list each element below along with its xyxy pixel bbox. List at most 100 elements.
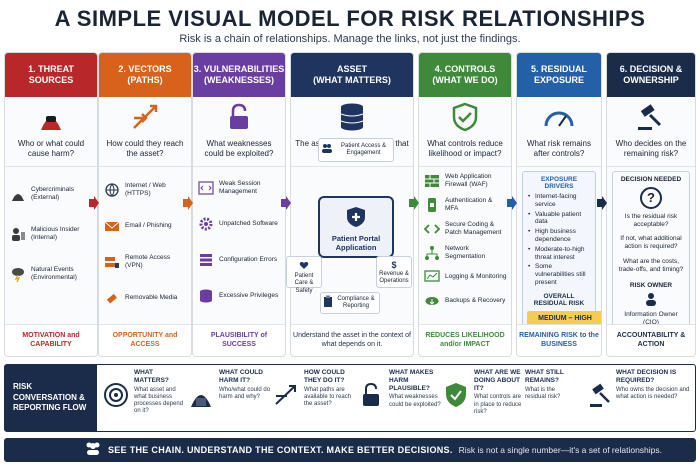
code-window-icon [197,179,215,197]
column-question: What risk remains after controls? [517,137,601,167]
flow-step: WHAT MAKES HARM PLAUSIBLE?What weaknesse… [356,369,441,429]
column-subtitle: (WHAT MATTERS) [313,75,391,85]
arrow-right-icon [89,196,99,210]
dollar-icon: $ [391,260,397,270]
list-item: Network Segmentation [419,241,511,265]
column-subtitle: (WEAKNESSES) [203,75,274,85]
list-item: Unpatched Software [193,209,285,239]
column-vectors: 2. VECTORS (PATHS) How could they reach … [98,52,192,357]
driver-item: Some vulnerabilities still present [528,263,591,286]
column-header: 2. VECTORS (PATHS) [99,53,191,97]
column-subtitle: OWNERSHIP [623,75,679,85]
exposure-drivers-box: EXPOSURE DRIVERS Internet-facing service… [522,171,601,331]
list-item: Authentication & MFA [419,193,511,217]
flow-desc: Who owns the decision and what action is… [616,386,690,400]
gavel-icon [589,375,613,415]
owner-name: Information Owner (CIO) [624,310,678,326]
item-label: Internet / Web (HTTPS) [125,182,166,197]
column-title: 1. THREAT [28,64,74,75]
shield-check-icon [441,375,471,415]
globe-icon [103,181,121,199]
item-label: Backups & Recovery [445,297,506,305]
column-footer: MOTIVATION and CAPABILITY [5,324,97,356]
flow-step: WHAT DECISION IS REQUIRED? Who owns the d… [589,369,694,429]
server-lock-icon [103,253,121,271]
flow-question: HOW COULD THEY DO IT? [304,369,345,384]
column-subtitle: EXPOSURE [533,75,584,85]
item-label: Secure Coding & Patch Management [445,221,502,236]
column-title: 5. RESIDUAL [530,64,587,75]
bottom-banner: SEE THE CHAIN. UNDERSTAND THE CONTEXT. M… [4,438,696,462]
list-item: Cybercriminals (External) [5,179,97,209]
heart-hand-icon [299,262,309,272]
column-threat-sources: 1. THREAT SOURCES Who or what could caus… [4,52,98,357]
envelope-icon [103,217,121,235]
column-residual-exposure: 5. RESIDUAL EXPOSURE What risk remains a… [516,52,602,357]
hooded-figure-icon [9,185,27,203]
column-footer: REDUCES LIKELIHOOD and/or IMPACT [419,324,511,356]
phone-lock-icon [423,196,441,214]
asset-portal-card: Patient Portal Application [318,196,394,258]
decision-question: What are the costs, trade-offs, and timi… [618,257,684,273]
portal-label: Patient Portal Application [331,234,381,252]
column-footer: REMAINING RISK to the BUSINESS [517,324,601,356]
overall-risk-label: OVERALL RESIDUAL RISK [533,292,585,307]
asset-card-revenue: $ Revenue & Operations [376,256,412,288]
card-label: Revenue & Operations [379,271,409,285]
decision-box: DECISION NEEDED ? Is the residual risk a… [612,171,690,332]
flow-desc: What paths are available to reach the as… [304,386,352,407]
decision-title: DECISION NEEDED [620,176,682,183]
driver-item: Internet-facing service [528,193,591,209]
arrow-right-icon [507,196,517,210]
flow-step: WHAT STILL REMAINS? What is the residual … [525,369,571,429]
asset-card-engagement: Patient Access & Engagement [318,138,394,162]
driver-item: Moderate-to-high threat interest [528,246,591,262]
item-label: Remote Access (VPN) [125,254,171,269]
flow-question: WHAT DECISION IS REQUIRED? [616,369,677,384]
people-icon [321,142,333,157]
column-question: What controls reduce likelihood or impac… [419,137,511,167]
item-label: Network Segmentation [445,245,486,260]
list-item: Excessive Privileges [193,281,285,311]
paths-arrows-icon [99,97,191,137]
column-footer: PLAUSIBILITY of SUCCESS [193,324,285,356]
flow-question: WHAT COULD HARM IT? [219,369,263,384]
flow-desc: Who/what could do harm and why? [219,386,271,400]
list-item: Backups & Recovery [419,289,511,313]
item-label: Natural Events (Environmental) [31,266,77,281]
drivers-title: EXPOSURE DRIVERS [540,176,578,190]
flow-desc: What controls are in place to reduce ris… [474,394,522,415]
driver-item: Valuable patient data [528,211,591,227]
column-header: 3. VULNERABILITIES (WEAKNESSES) [193,53,285,97]
item-label: Removable Media [125,294,178,302]
flow-question: WHAT ARE WE DOING ABOUT IT? [474,369,521,392]
list-item: Secure Coding & Patch Management [419,217,511,241]
column-subtitle: (PATHS) [127,75,163,85]
arrow-right-icon [597,196,607,210]
list-item: Logging & Monitoring [419,265,511,289]
flow-question: WHAT STILL REMAINS? [525,369,564,384]
list-item: Remote Access (VPN) [99,247,191,277]
clipboard-icon [323,295,333,310]
page-title: A SIMPLE VISUAL MODEL FOR RISK RELATIONS… [54,6,646,31]
gauge-icon [517,97,601,137]
column-header: 6. DECISION & OWNERSHIP [607,53,695,97]
target-icon [101,375,131,415]
shield-cross-icon [344,205,368,231]
flow-step: WHAT COULD HARM IT? Who/what could do har… [186,369,271,429]
arrow-right-icon [281,196,291,210]
column-title: ASSET [336,64,367,75]
flow-desc: What is the residual risk? [525,386,561,400]
list-item: Removable Media [99,283,191,313]
column-title: 4. CONTROLS [434,64,496,75]
item-label: Configuration Errors [219,256,278,264]
list-item: Internet / Web (HTTPS) [99,175,191,205]
owner-title: RISK OWNER [629,281,673,289]
flow-step: WHAT MATTERS?What asset and what busines… [101,369,186,429]
insider-icon [9,225,27,243]
flow-label: RISK CONVERSATION & REPORTING FLOW [5,365,97,431]
column-controls: 4. CONTROLS (WHAT WE DO) What controls r… [418,52,512,357]
flow-step: WHAT ARE WE DOING ABOUT IT?What controls… [441,369,526,429]
backup-cloud-icon [423,292,441,310]
card-label: Patient Access & Engagement [340,142,387,156]
